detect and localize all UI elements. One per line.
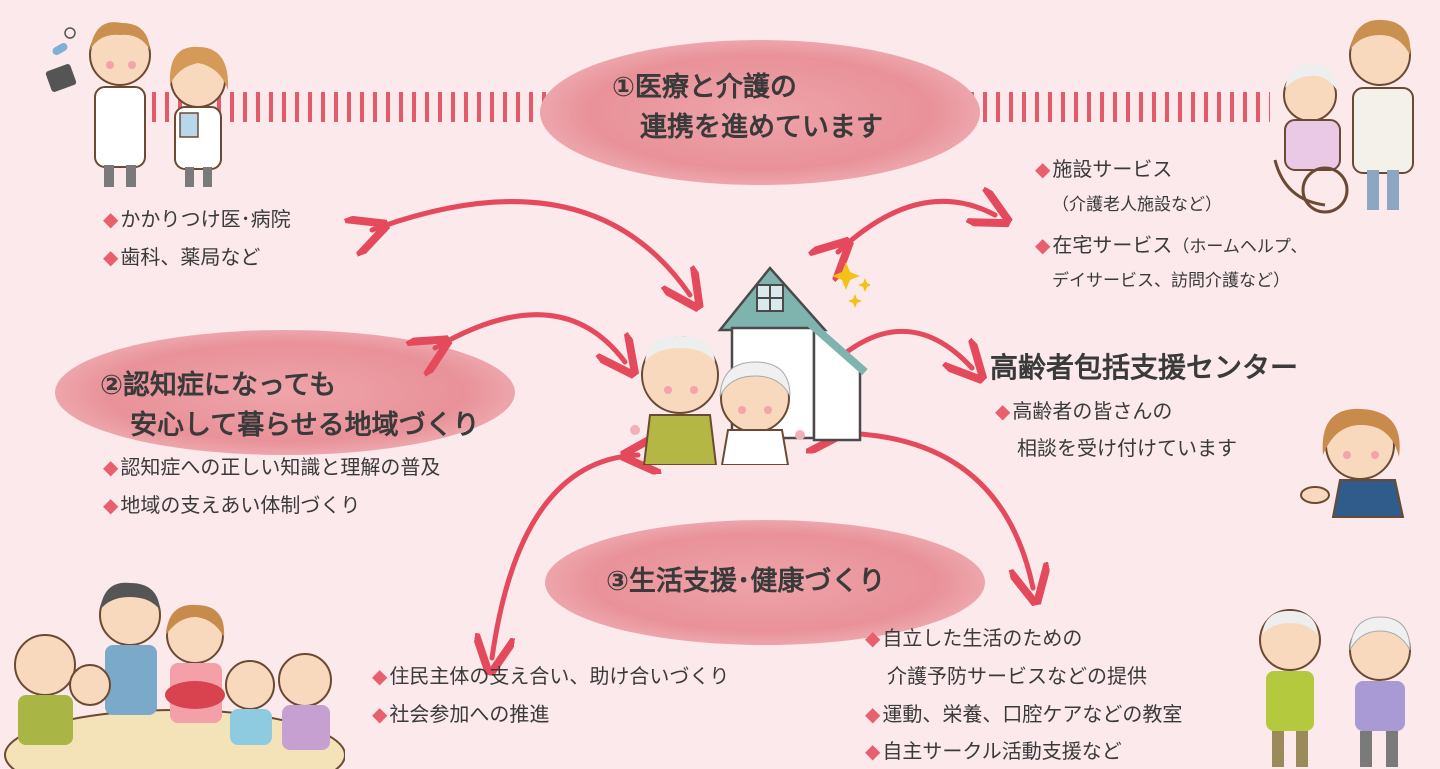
section2-title-line2: 安心して暮らせる地域づくり [130,410,480,441]
family-illustration [4,582,345,769]
section1-title-line1: ①医療と介護の [612,72,797,103]
exercising-woman-icon [1349,616,1411,767]
caregiver-illustration [1273,19,1414,214]
bullet-icon: ◆ [1035,233,1051,257]
section1-blob [540,40,980,185]
elderly-man-icon [641,335,719,465]
family-member-icon [14,582,332,750]
caregiver-icon [1349,19,1414,210]
section2-item-1: ◆認知症への正しい知識と理解の普及 [103,455,441,479]
facility-item-1: ◆施設サービス [1035,157,1173,181]
facility-item-2: ◆在宅サービス（ホームヘルプ、 [1035,233,1308,257]
facility-item-2-line2: デイサービス、訪問介護など） [1052,271,1290,291]
elderly-woman-icon [719,361,791,465]
bullet-icon: ◆ [1035,157,1051,181]
flower-icon [630,425,805,440]
doctor-female-icon [169,46,229,187]
bullet-icon: ◆ [995,399,1011,423]
exercise-illustration [1259,609,1411,767]
section3-left-item-1: ◆住民主体の支え合い、助け合いづくり [372,664,730,688]
section2-title-line1: ②認知症になっても [100,370,337,401]
decorative-stripe-right [970,92,1270,122]
section3-right-item-1-line2: 介護予防サービスなどの提供 [887,664,1147,688]
arrow-section3-right [828,433,1033,588]
doctor-male-icon [89,22,151,187]
bullet-icon: ◆ [865,739,881,763]
facility-item-1-sub: （介護老人施設など） [1052,195,1222,215]
section3-right-item-2: ◆運動、栄養、口腔ケアなどの教室 [865,702,1183,726]
doctors-item-1: ◆かかりつけ医･病院 [103,207,291,231]
sparkle-icon [832,262,870,308]
bullet-icon: ◆ [103,455,119,479]
center-title: 高齢者包括支援センター [990,351,1299,384]
bullet-icon: ◆ [103,207,119,231]
bullet-icon: ◆ [372,702,388,726]
arrow-doctors [372,199,690,295]
bullet-icon: ◆ [865,702,881,726]
section2-item-2: ◆地域の支えあい体制づくり [103,493,361,517]
section3-right-item-1: ◆自立した生活のための [865,626,1083,650]
wheelchair-icon [1273,63,1349,214]
center-item-1-line2: 相談を受け付けています [1017,436,1237,460]
home-couple-illustration [630,262,870,465]
doctors-illustration [45,22,229,187]
center-item-1: ◆高齢者の皆さんの [995,399,1173,423]
bullet-icon: ◆ [103,493,119,517]
section3-title: ③生活支援･健康づくり [606,566,886,597]
bullet-icon: ◆ [103,245,119,269]
pills-icon [45,27,77,92]
section3-left-item-2: ◆社会参加への推進 [372,702,550,726]
section3-right-item-3: ◆自主サークル活動支援など [865,739,1122,763]
arrow-facility [838,201,995,252]
doctors-item-2: ◆歯科、薬局など [103,245,261,269]
exercising-man-icon [1259,609,1321,767]
counselor-illustration [1300,408,1405,518]
bullet-icon: ◆ [372,664,388,688]
arrow-section2 [435,312,625,362]
section1-title-line2: 連携を進めています [640,112,883,143]
bullet-icon: ◆ [865,626,881,650]
arrow-section3-left [492,455,638,658]
